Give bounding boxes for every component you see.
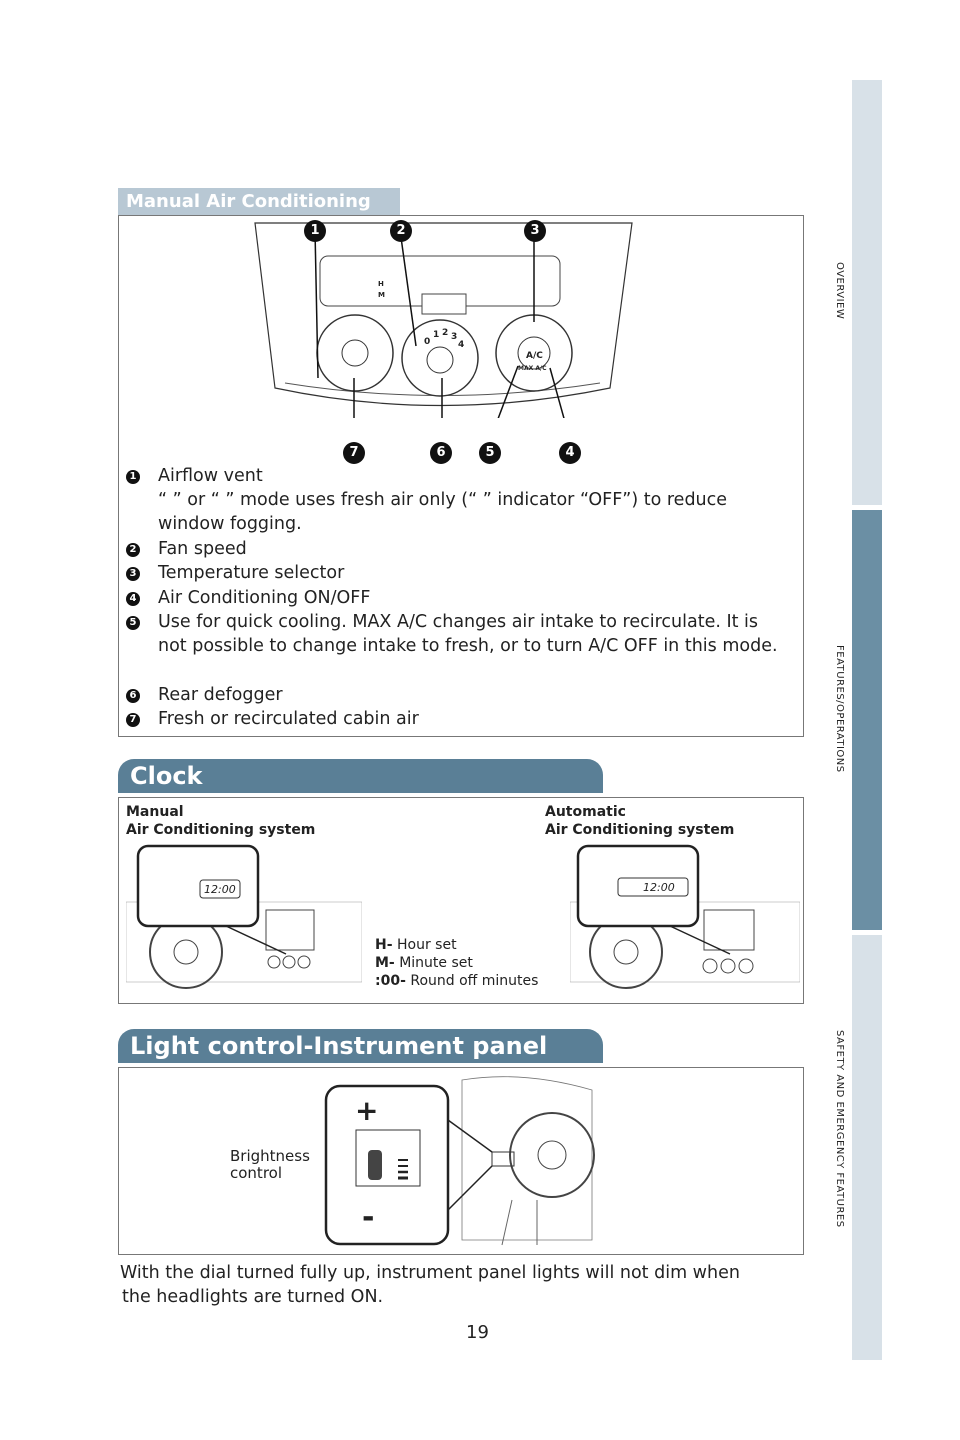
hour-set: H- Hour set (375, 936, 457, 954)
item-text: Fresh or recirculated cabin air (158, 709, 419, 729)
item-text: Use for quick cooling. MAX A/C changes a… (158, 612, 778, 656)
brightness-line2: control (230, 1164, 282, 1182)
manual-label-line2: Air Conditioning system (126, 822, 316, 838)
item-number: 1 (126, 470, 140, 484)
h-key: H- (375, 937, 393, 953)
tab-label-safety: SAFETY AND EMERGENCY FEATURES (834, 1030, 845, 1228)
side-tab-features (852, 510, 882, 930)
brightness-line1: Brightness (230, 1147, 310, 1165)
side-tab-safety (852, 935, 882, 1360)
section-title: Clock (130, 762, 203, 790)
item-text: “ ” or “ ” mode uses fresh air only (“ ”… (158, 490, 728, 534)
item-text: Rear defogger (158, 685, 283, 705)
manual-clock-illustration (126, 844, 362, 989)
automatic-label: Automatic Air Conditioning system (545, 803, 734, 839)
light-note: With the dial turned fully up, instrumen… (120, 1261, 740, 1309)
section-title: Manual Air Conditioning (126, 191, 371, 212)
list-item: 5 Use for quick cooling. MAX A/C changes… (126, 610, 780, 658)
light-note-line2: the headlights are turned ON. (122, 1287, 384, 1307)
round-off: :00- Round off minutes (375, 972, 538, 990)
m-key: M- (375, 955, 395, 971)
fan-0: 0 (424, 337, 430, 347)
callout-1: 1 (304, 220, 326, 242)
list-item: “ ” or “ ” mode uses fresh air only (“ ”… (130, 488, 780, 536)
list-item: 2 Fan speed (126, 537, 247, 561)
ac-control-illustration: A/C H M MAX A/C 0 1 2 3 4 (254, 222, 633, 418)
manual-label-line1: Manual (126, 804, 184, 820)
item-number: 2 (126, 543, 140, 557)
fan-1: 1 (433, 330, 439, 340)
item-text: Fan speed (158, 539, 247, 559)
section-header-manual-ac: Manual Air Conditioning (118, 188, 400, 216)
light-panel (118, 1067, 804, 1255)
h-label: H (378, 280, 384, 288)
manual-label: Manual Air Conditioning system (126, 803, 315, 839)
fan-4: 4 (458, 340, 464, 350)
item-number: 3 (126, 567, 140, 581)
list-item: 4 Air Conditioning ON/OFF (126, 586, 371, 610)
brightness-illustration (324, 1076, 595, 1246)
section-header-light: Light control-Instrument panel (118, 1029, 603, 1063)
r-desc: Round off minutes (410, 973, 539, 989)
light-note-line1: With the dial turned fully up, instrumen… (120, 1263, 740, 1283)
h-desc: Hour set (396, 937, 457, 953)
m-label: M (378, 291, 385, 299)
auto-clock-display: 12:00 (643, 881, 675, 894)
manual-clock-display: 12:00 (204, 883, 236, 896)
tab-label-features: FEATURES/OPERATIONS (834, 645, 845, 773)
callout-3: 3 (524, 220, 546, 242)
auto-clock-illustration (570, 844, 800, 989)
list-item: 6 Rear defogger (126, 683, 283, 707)
plus-sign: + (355, 1094, 379, 1127)
item-text: Airflow vent (158, 466, 263, 486)
item-text: Temperature selector (158, 563, 345, 583)
callout-2: 2 (390, 220, 412, 242)
item-number: 7 (126, 713, 140, 727)
max-ac-label: MAX A/C (518, 365, 547, 372)
section-title: Light control-Instrument panel (130, 1032, 548, 1060)
callout-6: 6 (430, 442, 452, 464)
fan-3: 3 (451, 332, 457, 342)
item-number: 4 (126, 592, 140, 606)
m-desc: Minute set (399, 955, 473, 971)
side-tab-overview (852, 80, 882, 505)
list-item: 7 Fresh or recirculated cabin air (126, 707, 419, 731)
callout-4: 4 (559, 442, 581, 464)
item-text: Air Conditioning ON/OFF (158, 588, 371, 608)
tab-label-overview: OVERVIEW (834, 262, 845, 320)
minus-sign: - (362, 1200, 375, 1235)
auto-label-line1: Automatic (545, 804, 626, 820)
r-key: :00- (375, 973, 406, 989)
list-item: 1 Airflow vent (126, 464, 263, 488)
auto-label-line2: Air Conditioning system (545, 822, 735, 838)
brightness-label: Brightness control (230, 1148, 310, 1182)
ac-button-label: A/C (526, 351, 543, 361)
callout-7: 7 (343, 442, 365, 464)
fan-2: 2 (442, 328, 448, 338)
minute-set: M- Minute set (375, 954, 473, 972)
page-number: 19 (466, 1322, 489, 1343)
list-item: 3 Temperature selector (126, 561, 345, 585)
callout-5: 5 (479, 442, 501, 464)
item-number: 5 (126, 616, 140, 630)
section-header-clock: Clock (118, 759, 603, 793)
item-number: 6 (126, 689, 140, 703)
